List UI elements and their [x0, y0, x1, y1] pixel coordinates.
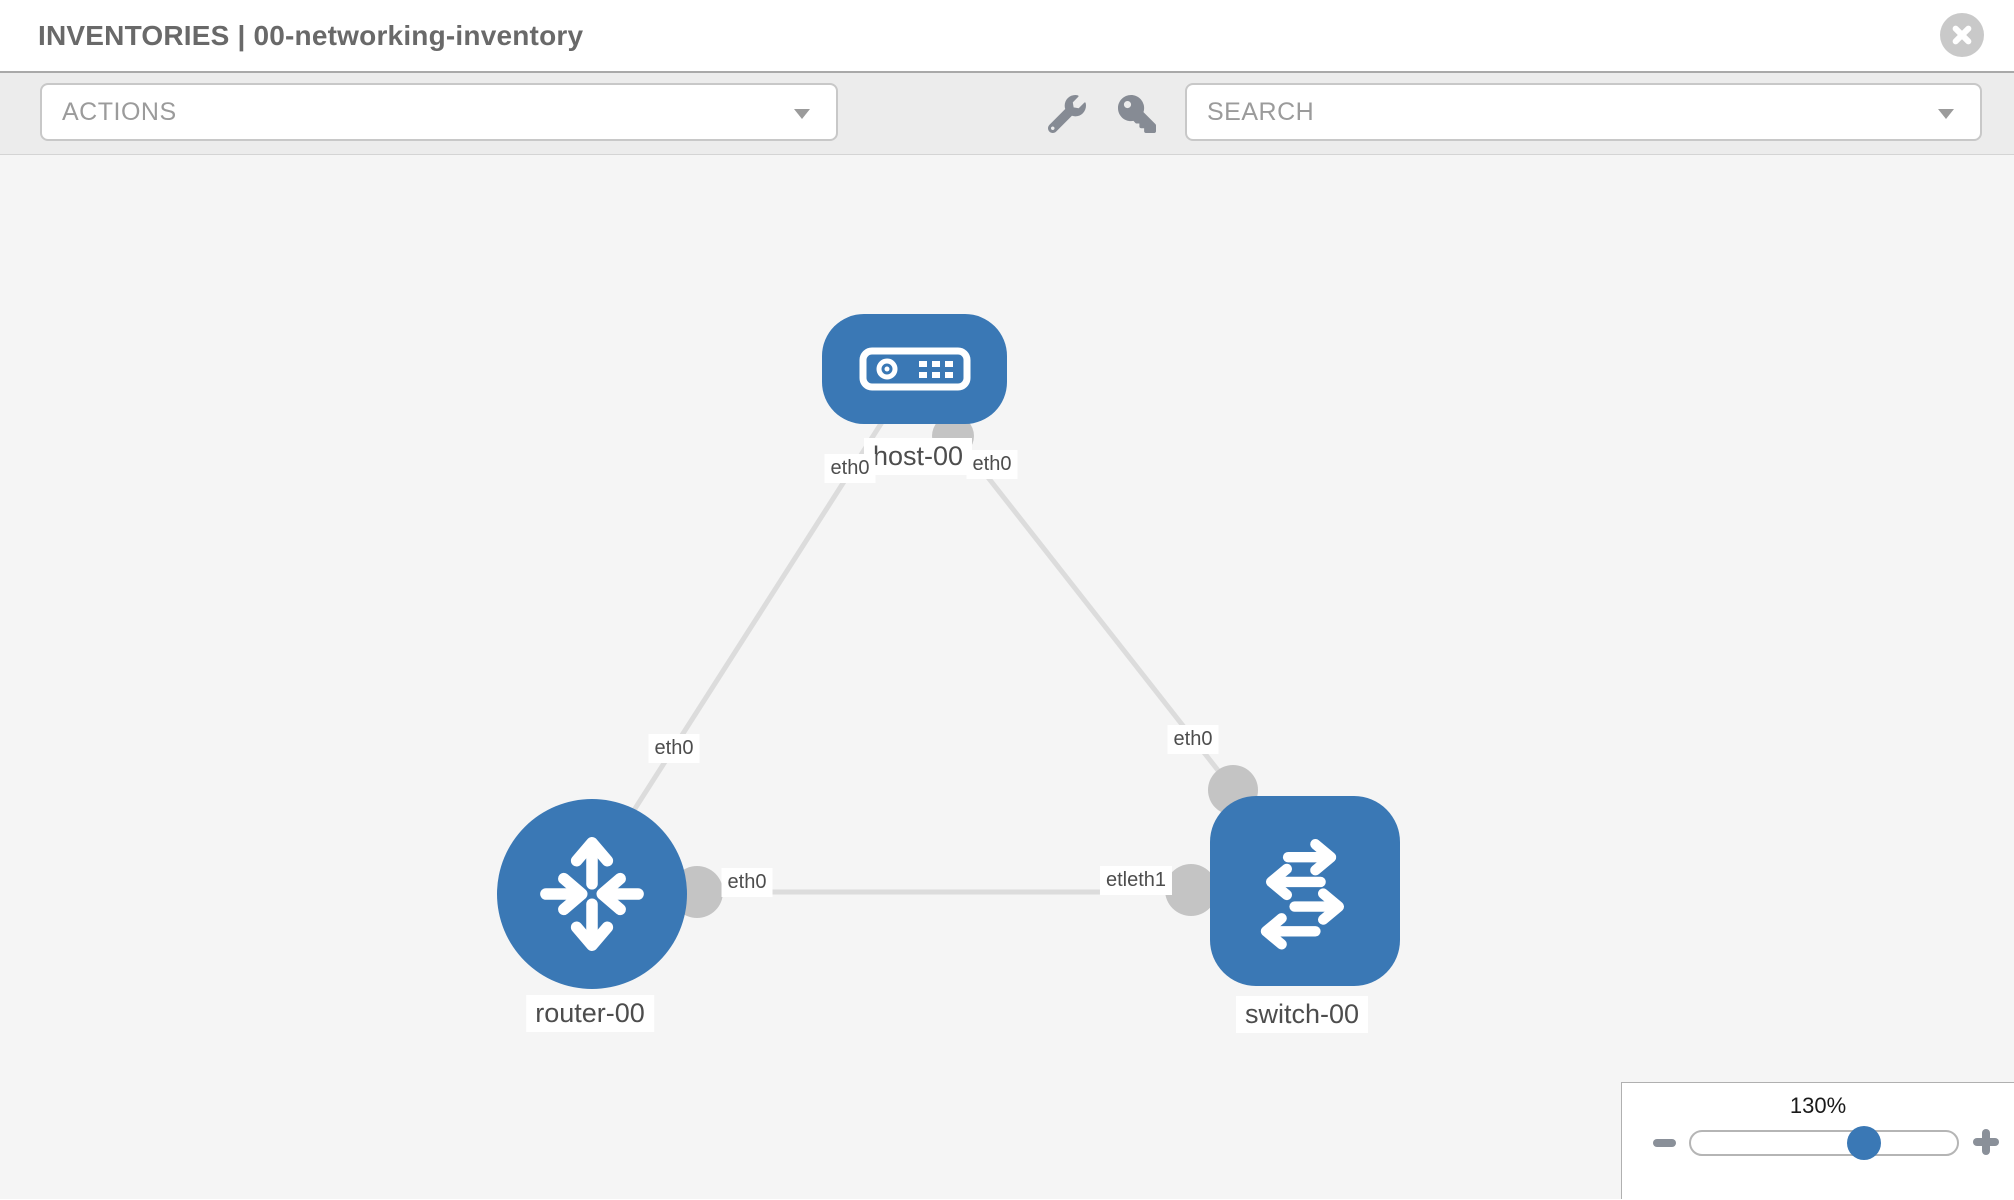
actions-dropdown-label: ACTIONS	[62, 97, 177, 126]
zoom-level-value: 130%	[1789, 1093, 1847, 1118]
router-arrows-icon	[540, 837, 644, 951]
node-router-00[interactable]	[497, 799, 687, 989]
actions-dropdown[interactable]: ACTIONS	[40, 83, 838, 141]
page-title: INVENTORIES | 00-networking-inventory	[38, 19, 584, 51]
node-switch-00[interactable]	[1210, 796, 1400, 986]
toolbar: ACTIONS SEARCH	[0, 73, 2014, 155]
node-label-switch[interactable]: switch-00	[1235, 996, 1369, 1033]
interface-label: eth0	[1167, 725, 1219, 754]
chevron-down-icon	[794, 109, 810, 119]
interface-label: eth0	[648, 734, 700, 763]
node-label-host[interactable]: host-00	[863, 438, 973, 475]
host-server-icon	[859, 347, 970, 391]
wrench-icon[interactable]	[1047, 95, 1086, 134]
header: INVENTORIES | 00-networking-inventory	[0, 0, 2014, 73]
search-dropdown[interactable]: SEARCH	[1185, 83, 1982, 141]
topology-links-layer	[619, 415, 1258, 918]
interface-label: etleth1	[1099, 866, 1173, 895]
interface-label: eth0	[824, 454, 876, 483]
chevron-down-icon	[1938, 109, 1954, 119]
port-switch-left[interactable]	[1165, 864, 1217, 916]
zoom-in-icon[interactable]	[1973, 1129, 1999, 1155]
interface-label: eth0	[966, 450, 1018, 479]
node-label-router[interactable]: router-00	[526, 995, 654, 1032]
key-icon[interactable]	[1118, 95, 1156, 133]
zoom-slider-track[interactable]	[1689, 1130, 1959, 1156]
topology-canvas[interactable]: host-00 eth0 eth0 eth0 eth0 eth0 etleth1…	[0, 155, 2014, 1199]
close-icon[interactable]	[1940, 13, 1984, 57]
zoom-in-icon-bar	[1982, 1129, 1990, 1155]
switch-arrows-icon	[1260, 839, 1344, 950]
interface-label: eth0	[721, 868, 773, 897]
zoom-control-panel: 130%	[1621, 1082, 2014, 1199]
search-dropdown-label: SEARCH	[1207, 97, 1315, 126]
zoom-slider-handle[interactable]	[1847, 1126, 1881, 1160]
zoom-out-icon[interactable]	[1653, 1139, 1676, 1147]
node-host-00[interactable]	[822, 314, 1007, 424]
